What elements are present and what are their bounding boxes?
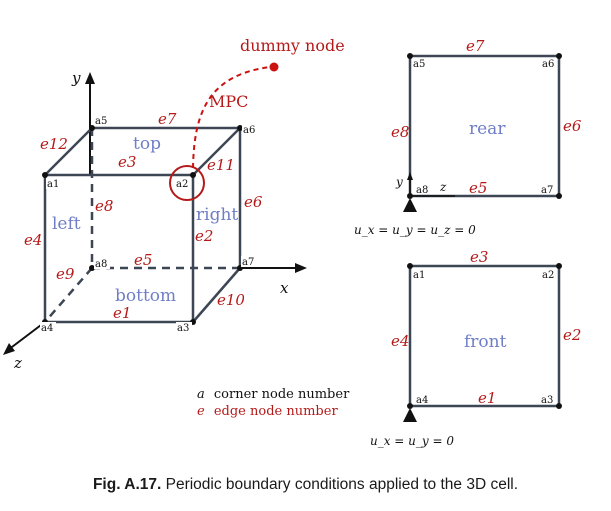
diagram-canvas: y x z — [3, 36, 582, 448]
y-axis-arrowhead — [85, 72, 95, 84]
face-label-top: top — [133, 134, 161, 154]
front-label-e1: e1 — [478, 389, 496, 407]
front-face-diagram: a1 a2 a3 a4 e3 e2 e4 e1 front u_x = u_y … — [370, 248, 581, 448]
face-label-left: left — [52, 214, 81, 234]
label-e2: e2 — [195, 227, 213, 245]
rear-label-a6: a6 — [542, 59, 554, 70]
front-node-a1 — [407, 263, 413, 269]
label-e5: e5 — [134, 251, 152, 269]
rear-z-label: z — [439, 180, 447, 194]
dummy-node-dot — [269, 62, 279, 72]
label-a4: a4 — [41, 323, 53, 334]
node-a6 — [237, 125, 243, 131]
caption-text: Periodic boundary conditions applied to … — [165, 476, 519, 493]
rear-node-a6 — [556, 53, 562, 59]
label-e9: e9 — [56, 265, 75, 283]
label-e11: e11 — [207, 156, 235, 174]
rear-label-e8: e8 — [391, 123, 409, 141]
legend-edge-row: e edge node number — [197, 404, 338, 419]
edge-e9-line — [44, 267, 93, 323]
edge-labels: e1 e2 e3 e4 e5 e6 e7 e8 e9 e10 e11 e12 — [24, 110, 263, 322]
face-labels: top left right bottom — [52, 134, 238, 306]
face-label-right: right — [196, 205, 238, 225]
label-a7: a7 — [242, 257, 254, 268]
front-node-a2 — [556, 263, 562, 269]
caption-label: Fig. A.17. — [92, 476, 162, 493]
label-e8: e8 — [95, 197, 113, 215]
node-a2 — [190, 172, 196, 178]
legend-corner-text: corner node number — [214, 387, 350, 402]
x-axis-arrowhead — [295, 263, 307, 273]
x-axis-label: x — [280, 279, 289, 297]
label-a5: a5 — [95, 116, 107, 127]
front-label-e2: e2 — [563, 326, 581, 344]
face-label-bottom: bottom — [115, 286, 176, 306]
rear-y-arrowhead — [407, 172, 413, 180]
front-fixed-support — [403, 408, 417, 422]
rear-face-frame — [408, 54, 561, 198]
legend: a corner node number e edge node number — [197, 387, 350, 419]
label-e1: e1 — [113, 304, 131, 322]
dummy-node-label: dummy node — [240, 36, 345, 55]
legend-edge-text: edge node number — [214, 404, 339, 419]
z-axis — [7, 321, 46, 351]
rear-node-a7 — [556, 193, 562, 199]
label-e10: e10 — [217, 291, 245, 309]
front-bc-text: u_x = u_y = 0 — [370, 434, 454, 448]
rear-node-a5 — [407, 53, 413, 59]
corner-labels: a1 a2 a3 a4 a5 a6 a7 a8 — [40, 115, 258, 334]
front-label-a1: a1 — [413, 270, 425, 281]
label-a1: a1 — [47, 179, 59, 190]
rear-y-label: y — [395, 175, 403, 189]
label-a6: a6 — [243, 125, 255, 136]
z-axis-arrowhead — [3, 343, 15, 355]
front-label-a3: a3 — [541, 395, 553, 406]
label-e6: e6 — [244, 193, 263, 211]
label-e7: e7 — [158, 110, 177, 128]
a2-highlight-circle — [169, 165, 205, 201]
rear-label-a8: a8 — [416, 185, 428, 196]
front-label-a4: a4 — [416, 395, 428, 406]
rear-label-a5: a5 — [413, 59, 425, 70]
front-label-e3: e3 — [470, 248, 488, 266]
front-face-frame — [408, 264, 561, 408]
rear-label-a7: a7 — [541, 185, 553, 196]
rear-label-e6: e6 — [563, 117, 582, 135]
legend-corner-row: a corner node number — [197, 387, 350, 402]
rear-label-e5: e5 — [469, 179, 487, 197]
rear-face-title: rear — [469, 119, 506, 139]
hidden-edges — [44, 128, 240, 323]
label-e3: e3 — [118, 153, 136, 171]
front-face-title: front — [464, 332, 507, 352]
front-node-a4 — [407, 403, 413, 409]
edge-e10-line — [192, 267, 241, 323]
edge-e11-line — [192, 127, 241, 176]
figure-caption: Fig. A.17. Periodic boundary conditions … — [0, 476, 611, 494]
rear-label-e7: e7 — [466, 37, 485, 55]
mpc-label: MPC — [209, 92, 248, 111]
front-label-e4: e4 — [391, 332, 409, 350]
rear-bc-text: u_x = u_y = u_z = 0 — [354, 223, 476, 237]
front-label-a2: a2 — [542, 270, 554, 281]
label-a2: a2 — [176, 179, 188, 190]
edge-e12-line — [44, 127, 93, 176]
label-e12: e12 — [40, 135, 68, 153]
node-a1 — [42, 172, 48, 178]
rear-face-diagram: y z a5 a6 a7 a8 e7 e6 e8 e5 rear u_x = u… — [354, 37, 582, 237]
y-axis-label: y — [71, 69, 81, 87]
label-a3: a3 — [177, 323, 189, 334]
cube-diagram: y x z — [3, 36, 345, 372]
mpc-link — [192, 66, 271, 169]
legend-edge-symbol: e — [197, 404, 205, 419]
z-axis-label: z — [13, 354, 22, 372]
rear-fixed-support — [403, 198, 417, 212]
node-a8 — [89, 265, 95, 271]
node-a5 — [89, 125, 95, 131]
front-node-a3 — [556, 403, 562, 409]
legend-corner-symbol: a — [197, 387, 205, 402]
label-a8: a8 — [95, 259, 107, 270]
label-e4: e4 — [24, 231, 42, 249]
